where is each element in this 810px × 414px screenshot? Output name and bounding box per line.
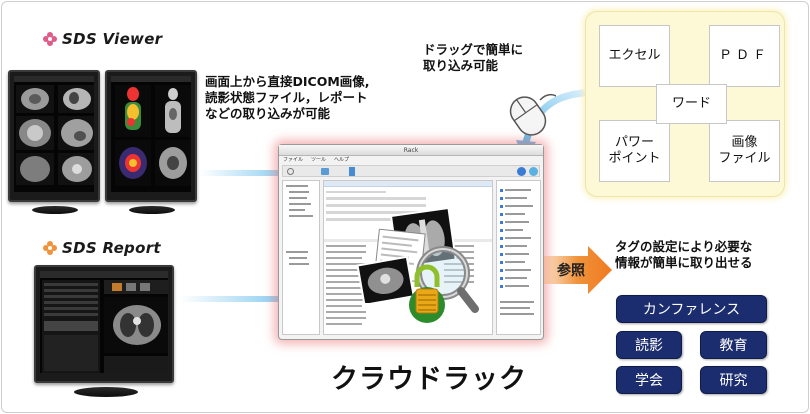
drag-desc-line-2: 取り込み可能: [423, 58, 499, 73]
viewer-desc-line-1: 画面上から直接DICOM画像,: [205, 74, 370, 89]
gear-icon[interactable]: [517, 167, 526, 176]
ct-scan-thumbnails: [14, 76, 94, 185]
file-image-line-2: ファイル: [718, 151, 771, 166]
sds-viewer-brand: SDS Viewer: [42, 30, 162, 48]
report-monitor: [34, 265, 174, 397]
monitor-stand: [32, 206, 78, 214]
menu-tools[interactable]: ツール: [311, 157, 327, 163]
file-image: 画像 ファイル: [709, 120, 780, 182]
drag-desc-line-1: ドラッグで簡単に: [423, 42, 524, 57]
cloud-icon[interactable]: [321, 168, 329, 175]
file-word-label: ワード: [671, 96, 711, 111]
viewer-import-arrow-line: [199, 170, 325, 176]
monitor-stand: [129, 206, 175, 214]
mouse-icon: [509, 93, 556, 136]
file-pdf-label: ＰＤＦ: [718, 48, 770, 63]
sds-viewer-label: SDS Viewer: [62, 30, 163, 48]
tag-conference-academic[interactable]: 学会: [616, 366, 682, 394]
flower-logo-icon: [43, 241, 57, 255]
viewer-description: 画面上から直接DICOM画像, 読影状態ファイル，レポート などの取り込みが可能: [205, 74, 370, 122]
tag-research-label: 研究: [719, 373, 748, 389]
tag-education-label: 教育: [719, 338, 748, 354]
tree-items: [286, 185, 313, 265]
secure-search-graphic: [409, 246, 479, 323]
file-pdf: ＰＤＦ: [709, 25, 780, 87]
report-ui-thumbnail: [40, 271, 168, 373]
tag-tree-items: [500, 189, 534, 315]
search-icon[interactable]: [287, 168, 294, 175]
reference-label: 参照: [557, 263, 585, 279]
tag-reading[interactable]: 読影: [616, 331, 682, 359]
tags-caption-line-1: タグの設定により必要な: [615, 239, 753, 254]
tag-conference[interactable]: カンファレンス: [616, 295, 767, 323]
tag-education[interactable]: 教育: [700, 331, 767, 359]
drag-description: ドラッグで簡単に 取り込み可能: [423, 42, 523, 74]
tags-caption: タグの設定により必要な 情報が簡単に取り出せる: [615, 239, 753, 271]
menu-file[interactable]: ファイル: [283, 157, 304, 163]
bookmark-icon[interactable]: [349, 167, 355, 176]
app-tag-panel: [496, 180, 541, 335]
tag-conference-label: カンファレンス: [642, 302, 741, 318]
sds-report-label: SDS Report: [62, 239, 161, 257]
pet-scan-thumbnails: [111, 76, 191, 186]
file-excel-label: エクセル: [608, 48, 661, 63]
app-toolbar: [282, 165, 540, 177]
tags-caption-line-2: 情報が簡単に取り出せる: [615, 255, 753, 270]
tag-academic-label: 学会: [635, 373, 663, 389]
monitor-stand: [74, 387, 138, 397]
viewer-monitor-right: [105, 70, 197, 214]
tag-research[interactable]: 研究: [700, 366, 767, 394]
sds-report-brand: SDS Report: [42, 239, 161, 257]
menu-help[interactable]: ヘルプ: [334, 157, 350, 163]
viewer-screen-left: [14, 76, 94, 192]
viewer-desc-line-3: などの取り込みが可能: [205, 106, 331, 121]
file-image-line-1: 画像: [731, 135, 758, 150]
file-word: ワード: [656, 84, 727, 124]
medical-image-stack: [356, 206, 457, 303]
tag-reading-label: 読影: [635, 338, 663, 354]
sync-icon[interactable]: [529, 167, 538, 176]
lock-icon: [409, 264, 445, 323]
report-screen: [40, 271, 168, 373]
app-tree-panel: [282, 180, 320, 335]
file-excel: エクセル: [599, 25, 670, 87]
file-powerpoint-line-1: パワー: [614, 135, 654, 150]
app-menubar: ファイル ツール ヘルプ: [283, 157, 349, 163]
viewer-monitor-left: [8, 70, 100, 214]
app-title: Rack: [403, 147, 419, 154]
app-titlebar: Rack: [279, 145, 543, 156]
report-import-arrow-line: [180, 296, 325, 302]
viewer-screen-right: [111, 76, 191, 192]
list-tabs: [324, 181, 492, 187]
viewer-desc-line-2: 読影状態ファイル，レポート: [205, 90, 368, 105]
file-powerpoint: パワー ポイント: [599, 120, 670, 182]
list-rows: [324, 191, 492, 325]
reference-arrow: [544, 246, 612, 294]
flower-logo-icon: [43, 32, 57, 46]
product-name: クラウドラック: [331, 364, 527, 395]
rack-app-window: Rack ファイル ツール ヘルプ: [278, 144, 544, 340]
file-powerpoint-line-2: ポイント: [608, 151, 661, 166]
